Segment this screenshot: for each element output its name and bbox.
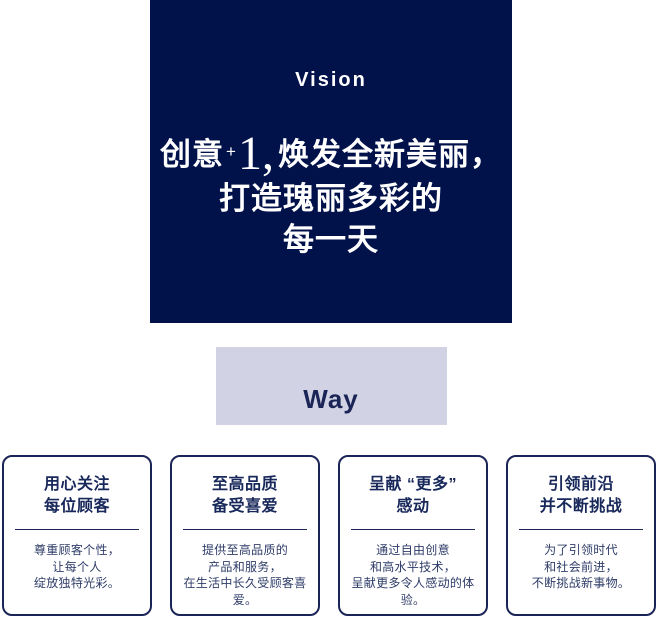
value-card-title-line2: 并不断挑战 — [539, 498, 623, 515]
value-card-body-line: 和社会前进， — [544, 559, 618, 574]
value-card-body-line: 让每个人 — [52, 559, 102, 574]
vision-title: Vision — [295, 69, 367, 91]
value-card-body-line: 产品和服务， — [208, 559, 282, 574]
card-divider — [519, 529, 643, 530]
value-card-body-line: 通过自由创意 — [376, 543, 450, 557]
value-card-title: 引领前沿 并不断挑战 — [508, 474, 654, 518]
value-card-body-line: 在生活中长久受顾客喜爱。 — [183, 576, 307, 607]
vision-slogan-line-3: 每一天 — [283, 222, 379, 257]
vision-slogan-line-1: 创意+1,焕发全新美丽， — [150, 130, 512, 178]
value-card-title: 至高品质 备受喜爱 — [172, 474, 318, 518]
slogan-plus-sign: + — [226, 142, 237, 161]
value-card-title-line1: 呈献 “更多” — [369, 476, 457, 493]
card-divider — [183, 529, 307, 530]
value-card-title-line1: 至高品质 — [211, 476, 278, 493]
slogan-prefix: 创意 — [160, 137, 225, 172]
slogan-serif-one: 1, — [237, 127, 274, 180]
value-card-title-line2: 感动 — [396, 498, 430, 515]
way-section: Way — [215, 347, 447, 425]
value-card-body: 提供至高品质的 产品和服务， 在生活中长久受顾客喜爱。 — [172, 542, 318, 608]
value-card-customer-focus: 用心关注 每位顾客 尊重顾客个性， 让每个人 绽放独特光彩。 — [2, 455, 152, 616]
card-divider — [351, 529, 475, 530]
value-card-title-line2: 每位顾客 — [43, 498, 110, 515]
value-card-body-line: 为了引领时代 — [544, 543, 618, 557]
value-card-pioneering: 引领前沿 并不断挑战 为了引领时代 和社会前进， 不断挑战新事物。 — [506, 455, 656, 616]
way-title: Way — [303, 384, 359, 414]
value-card-body-line: 和高水平技术， — [369, 559, 457, 574]
value-card-body-line: 尊重顾客个性， — [33, 543, 121, 557]
vision-slogan: 创意+1,焕发全新美丽， 打造瑰丽多彩的 每一天 — [150, 130, 512, 260]
value-card-body: 通过自由创意 和高水平技术， 呈献更多令人感动的体验。 — [340, 542, 486, 608]
vision-slogan-line-2: 打造瑰丽多彩的 — [219, 181, 443, 216]
value-card-body-line: 绽放独特光彩。 — [33, 576, 121, 590]
value-card-more-inspiration: 呈献 “更多” 感动 通过自由创意 和高水平技术， 呈献更多令人感动的体验。 — [338, 455, 488, 616]
values-row: 用心关注 每位顾客 尊重顾客个性， 让每个人 绽放独特光彩。 至高品质 备受喜爱… — [0, 455, 662, 616]
value-card-title: 用心关注 每位顾客 — [4, 474, 150, 518]
value-card-body-line: 不断挑战新事物。 — [531, 576, 631, 590]
value-card-body: 为了引领时代 和社会前进， 不断挑战新事物。 — [508, 542, 654, 592]
value-card-body: 尊重顾客个性， 让每个人 绽放独特光彩。 — [4, 542, 150, 592]
value-card-title-line1: 引领前沿 — [547, 476, 614, 493]
value-card-title-line2: 备受喜爱 — [211, 498, 278, 515]
value-card-body-line: 提供至高品质的 — [201, 543, 289, 557]
slogan-line1-rest: 焕发全新美丽， — [277, 137, 502, 172]
value-card-quality: 至高品质 备受喜爱 提供至高品质的 产品和服务， 在生活中长久受顾客喜爱。 — [170, 455, 320, 616]
card-divider — [15, 529, 139, 530]
value-card-title: 呈献 “更多” 感动 — [340, 474, 486, 518]
vision-section: Vision 创意+1,焕发全新美丽， 打造瑰丽多彩的 每一天 — [150, 0, 512, 323]
value-card-body-line: 呈献更多令人感动的体验。 — [351, 576, 475, 607]
value-card-title-line1: 用心关注 — [43, 476, 110, 493]
